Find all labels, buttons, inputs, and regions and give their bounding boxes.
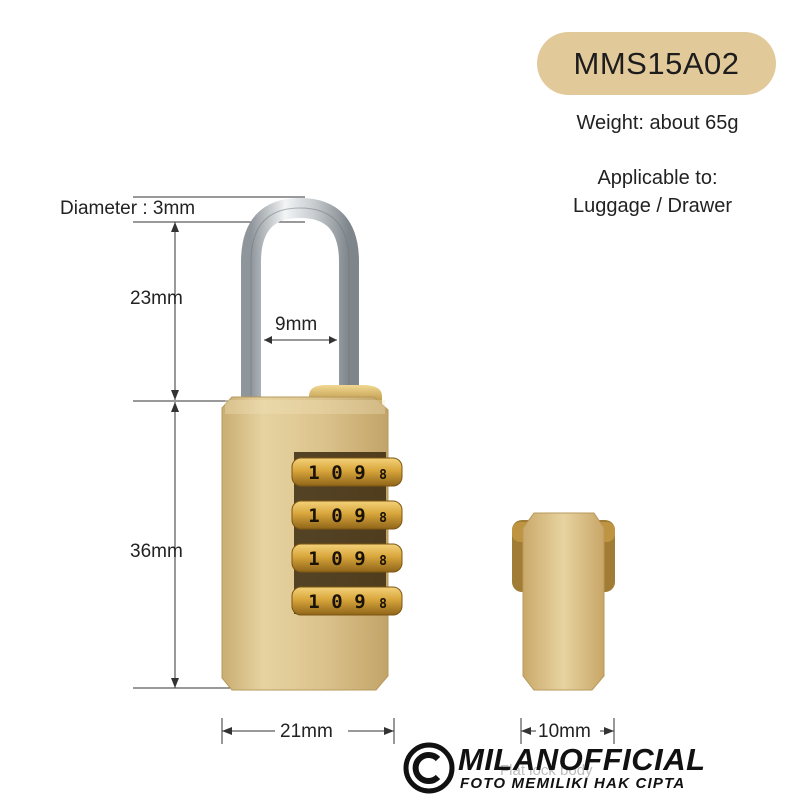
dial-wheel (291, 457, 403, 487)
watermark-subtitle: FOTO MEMILIKI HAK CIPTA (460, 775, 686, 792)
dial-digit: 9 (354, 591, 365, 613)
dial-digit: 8 (379, 468, 387, 483)
dial-digit: 0 (331, 505, 342, 527)
body-width-label: 21mm (277, 721, 336, 743)
model-badge: MMS15A02 (537, 32, 776, 95)
dial-digit: 0 (331, 462, 342, 484)
dial-wheel (291, 500, 403, 530)
flat-body-caption: Flat lock body (500, 762, 593, 779)
applicable-items: Luggage / Drawer (573, 195, 732, 217)
dial-digit: 1 (308, 548, 319, 570)
c-logo-icon (403, 742, 455, 794)
dial-digit: 8 (379, 597, 387, 612)
dial-digit: 1 (308, 505, 319, 527)
dial-digit: 0 (331, 591, 342, 613)
dial-digit: 9 (354, 505, 365, 527)
dial-digit: 0 (331, 548, 342, 570)
shackle-height-label: 23mm (130, 288, 183, 309)
watermark-brand: MILANOFFICIAL (458, 742, 706, 777)
watermark: MILANOFFICIAL FOTO MEMILIKI HAK CIPTA (403, 742, 795, 794)
arrowheads (171, 222, 614, 735)
dial-digit: 1 (308, 462, 319, 484)
dial-digit: 8 (379, 511, 387, 526)
model-number: MMS15A02 (573, 45, 740, 81)
dial-digit: 8 (379, 554, 387, 569)
dial-digit: 1 (308, 591, 319, 613)
applicable-label: Applicable to: (597, 167, 718, 189)
side-lock-body (522, 512, 605, 691)
shackle-gap-label: 9mm (275, 314, 318, 335)
dial-wheel (291, 586, 403, 616)
body-height-label: 36mm (130, 541, 183, 562)
dial-wheel (291, 543, 403, 573)
body-thickness-label: 10mm (538, 721, 591, 742)
dial-digit: 9 (354, 548, 365, 570)
dial-digit: 9 (354, 462, 365, 484)
weight-text: Weight: about 65g (576, 112, 739, 134)
shackle (241, 197, 359, 400)
diameter-label: Diameter : 3mm (60, 198, 196, 219)
